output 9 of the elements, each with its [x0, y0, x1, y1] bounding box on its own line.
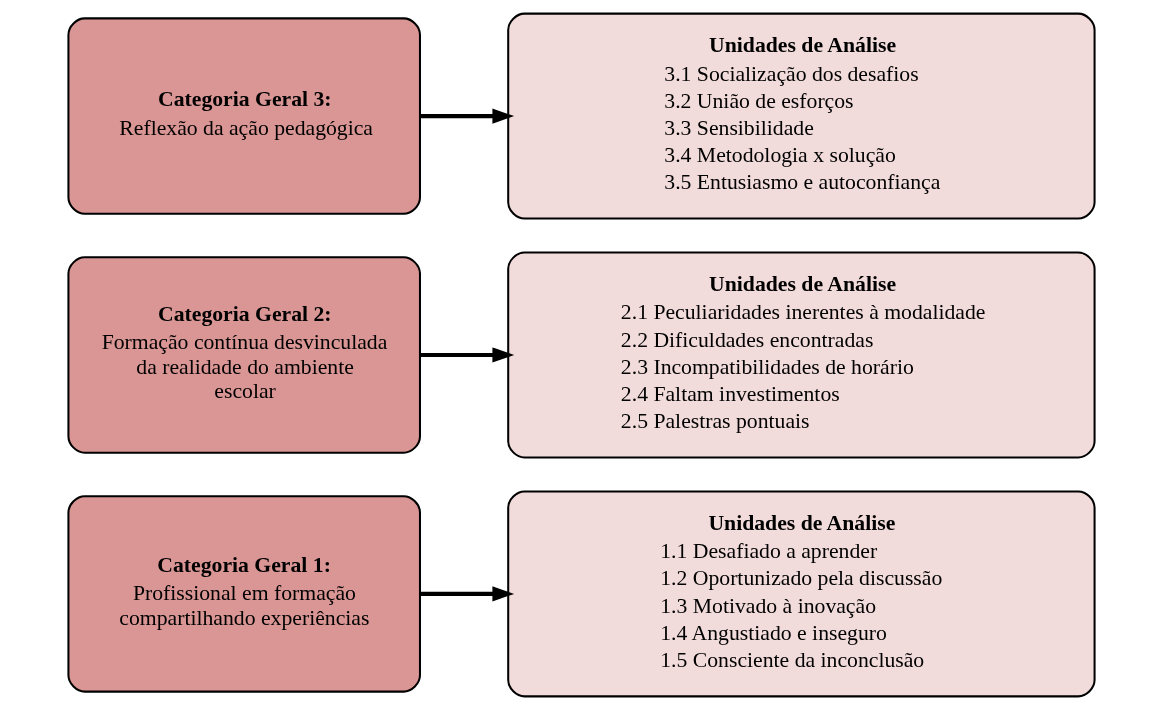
node-box: Categoria Geral 3: Reflexão da ação pedagógica — [67, 17, 421, 215]
node-box: Unidades de Análise 3.1 Socialização dos desafios 3.2 União de esforços 3.3 Sensibilidade 3.4 Metodologia x solução 3.5 Entusiasmo e autoconfiança — [507, 12, 1096, 220]
arrow — [420, 347, 515, 363]
node-box: Unidades de Análise 2.1 Peculiaridades inerentes à modalidade 2.2 Dificuldades encontradas 2.3 Incompatibilidades de horário 2.4 Faltam investimentos 2.5 Palestras pontuais — [507, 251, 1096, 459]
arrow — [420, 586, 515, 602]
node-box: Unidades de Análise 1.1 Desafiado a aprender 1.2 Oportunizado pela discussão 1.3 Motivado à inovação 1.4 Angustiado e inseguro 1.5 Consciente da inconclusão — [507, 490, 1096, 698]
arrow — [420, 108, 515, 124]
node-box: Categoria Geral 2: Formação contínua desvinculada da realidade do ambiente escolar — [67, 256, 421, 454]
node-box: Categoria Geral 1: Profissional em formação compartilhando experiências — [67, 495, 421, 693]
